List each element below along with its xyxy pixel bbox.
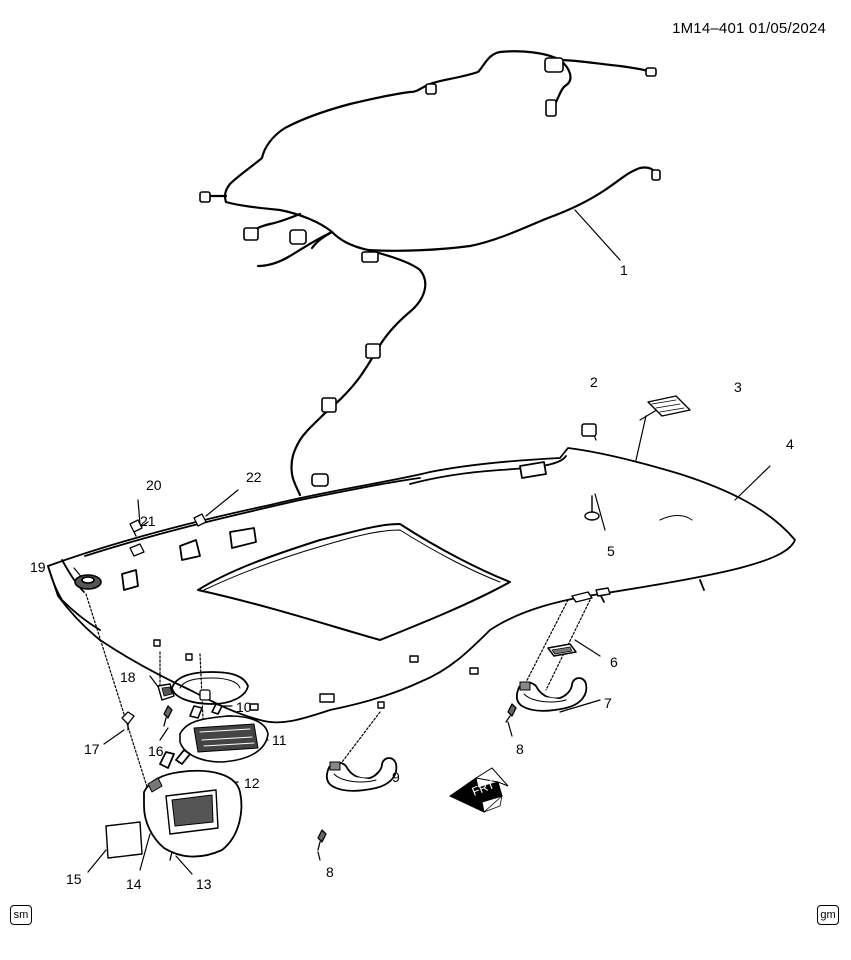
callout-21: 21 (140, 513, 156, 529)
gm-badge: gm (817, 905, 839, 925)
callout-8a: 8 (516, 741, 524, 757)
callout-14: 14 (126, 876, 142, 892)
diagram-code: 1M14–401 01/05/2024 (672, 20, 826, 37)
part-18-bracket (157, 683, 175, 701)
callout-20: 20 (146, 477, 162, 493)
callout-4: 4 (786, 436, 794, 452)
callout-6: 6 (610, 654, 618, 670)
console-opening (171, 671, 249, 705)
callout-18: 18 (120, 669, 136, 685)
callout-10: 10 (236, 699, 252, 715)
part-17-clip (121, 711, 135, 731)
part-2-clip (581, 423, 597, 437)
headliner-clips (153, 587, 611, 721)
callout-numbers: 1 2 3 4 5 6 7 8 8 9 10 11 12 13 14 15 16… (30, 262, 794, 892)
part-15-label (105, 821, 143, 859)
callout-15: 15 (66, 871, 82, 887)
callout-1: 1 (620, 262, 628, 278)
part-9-assist-handle (325, 757, 398, 792)
callout-7: 7 (604, 695, 612, 711)
part-8-screw-b (317, 829, 327, 851)
part-3-module (647, 395, 691, 417)
part-16-screw (163, 705, 173, 727)
part-22-clip (193, 513, 207, 527)
part-8-screw-a (505, 703, 517, 723)
callout-16: 16 (148, 743, 164, 759)
front-direction-arrow: FRT (449, 767, 509, 813)
sm-badge: sm (10, 905, 32, 925)
callout-8b: 8 (326, 864, 334, 880)
part-20-clip (129, 519, 143, 537)
part-11-overhead-console (179, 703, 269, 763)
callout-22: 22 (246, 469, 262, 485)
sunroof-opening (197, 523, 511, 641)
part-19-cap (74, 574, 102, 590)
callout-9: 9 (392, 769, 400, 785)
callout-3: 3 (734, 379, 742, 395)
callout-19: 19 (30, 559, 46, 575)
part-10-connector (199, 689, 211, 701)
part-6-cover (547, 643, 577, 657)
callout-13: 13 (196, 876, 212, 892)
callout-12: 12 (244, 775, 260, 791)
leader-lines (73, 209, 771, 875)
headliner-panel (47, 447, 796, 724)
part-5-retainer (584, 495, 600, 521)
wiring-harness (204, 50, 658, 497)
part-14-sun-visor (143, 749, 243, 858)
part-21-clip (129, 543, 145, 557)
callout-11: 11 (272, 732, 287, 748)
callout-5: 5 (607, 543, 615, 559)
harness-connectors (199, 57, 661, 487)
callout-17: 17 (84, 741, 100, 757)
part-7-assist-handle (515, 677, 588, 712)
callout-2: 2 (590, 374, 598, 390)
